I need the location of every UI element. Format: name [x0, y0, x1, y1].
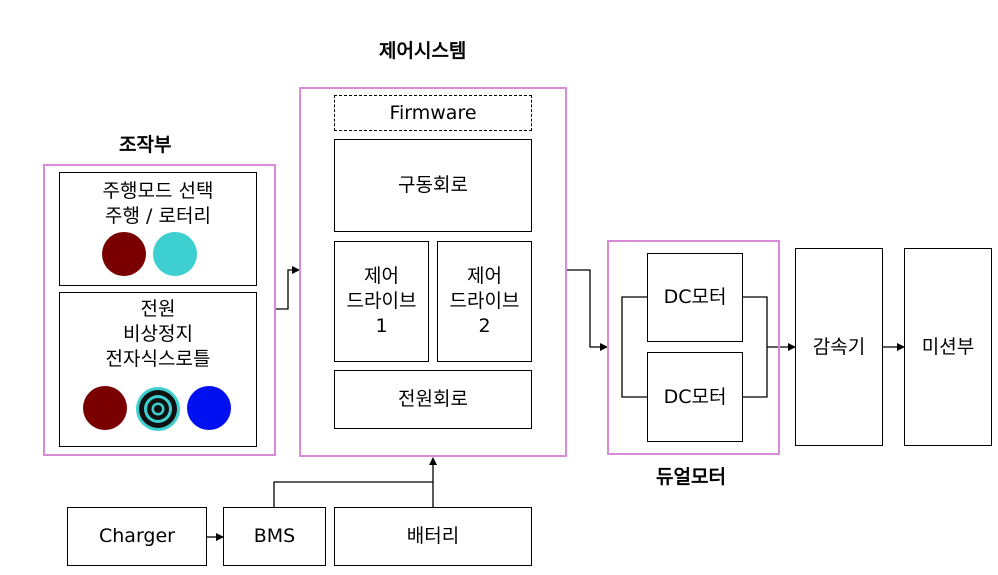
mission-box: 미션부: [904, 248, 992, 446]
power-circuit-label: 전원회로: [398, 388, 468, 410]
firmware-box: Firmware: [334, 95, 532, 131]
control-driver-1-box: 제어 드라이브 1: [334, 241, 429, 362]
control-system-frame: [299, 87, 567, 457]
bms-label: BMS: [253, 525, 296, 547]
cyan-knob: [153, 232, 197, 276]
motor-left-bracket: [621, 296, 647, 398]
drive-circuit-box: 구동회로: [334, 139, 532, 232]
dark-red-knob: [102, 232, 146, 276]
power-circuit-box: 전원회로: [334, 370, 532, 429]
power-button-dark-red: [83, 386, 127, 430]
control-driver-2-label: 제어 드라이브 2: [449, 265, 520, 337]
operation-unit-frame: [43, 164, 276, 456]
dc-motor-2-box: DC모터: [647, 352, 743, 442]
drive-circuit-label: 구동회로: [398, 174, 468, 196]
dc-motor-1-box: DC모터: [647, 253, 743, 342]
emergency-stop-target-icon: [136, 387, 180, 431]
mode-select-label: 주행모드 선택 주행 / 로터리: [102, 180, 214, 227]
charger-box: Charger: [67, 507, 207, 566]
reducer-label: 감속기: [812, 335, 866, 358]
battery-box: 배터리: [334, 507, 532, 566]
control-system-title: 제어시스템: [379, 40, 467, 62]
dc-motor-1-label: DC모터: [663, 286, 727, 308]
arrow-operation-to-control: [276, 266, 300, 310]
mission-label: 미션부: [921, 335, 975, 358]
dual-motor-frame: [607, 240, 780, 455]
reducer-box: 감속기: [795, 248, 883, 446]
battery-label: 배터리: [406, 525, 460, 547]
firmware-label: Firmware: [389, 101, 477, 124]
power-panel-label: 전원 비상정지 전자식스로틀: [105, 298, 211, 370]
control-driver-2-box: 제어 드라이브 2: [437, 241, 532, 362]
bms-box: BMS: [223, 507, 326, 566]
throttle-knob-blue: [187, 386, 231, 430]
operation-unit-title: 조작부: [119, 134, 172, 156]
dc-motor-2-label: DC모터: [663, 385, 727, 408]
arrow-control-to-motor: [567, 269, 608, 351]
control-driver-1-label: 제어 드라이브 1: [346, 265, 417, 337]
line-bms-up: [273, 481, 433, 507]
dual-motor-title: 듀얼모터: [656, 466, 726, 488]
charger-label: Charger: [99, 525, 175, 547]
